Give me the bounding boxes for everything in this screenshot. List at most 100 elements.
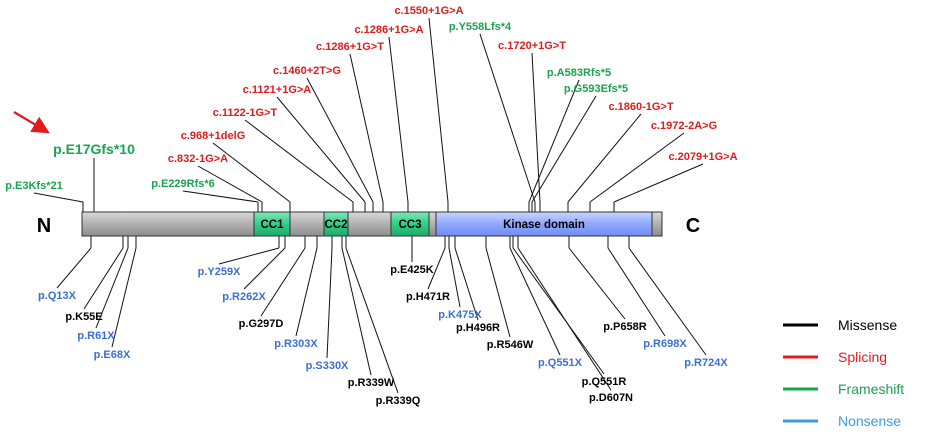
leader-line-p-k55e <box>83 247 124 310</box>
leader-line-p-y558lfs-4 <box>479 33 536 203</box>
mutation-label-c-1122-1g-t: c.1122-1G>T <box>213 107 278 119</box>
mutation-label-c-1720-1g-t: c.1720+1G>T <box>498 40 566 52</box>
domain-label-cc1: CC1 <box>260 219 284 231</box>
leader-line-p-k475x <box>448 247 461 308</box>
mutation-label-p-r724x: p.R724X <box>684 357 728 369</box>
leader-line-c-1720-1g-t <box>531 52 541 203</box>
leader-line-p-g297d <box>260 247 306 317</box>
mutation-label-c-1121-1g-a: c.1121+1G>A <box>243 84 312 96</box>
leader-line-p-r61x <box>95 247 129 329</box>
mutation-label-c-1286-1g-t: c.1286+1G>T <box>316 41 384 53</box>
mutation-label-p-r339w: p.R339W <box>348 377 395 389</box>
mutation-label-p-h496r: p.H496R <box>456 322 500 334</box>
mutation-label-c-1860-1g-t: c.1860-1G>T <box>608 101 673 113</box>
leader-line-c-832-1g-a <box>197 165 263 203</box>
mutation-label-c-968-1delg: c.968+1delG <box>181 130 246 142</box>
leader-line-c-1286-1g-t <box>349 53 384 203</box>
legend-label-splicing: Splicing <box>838 349 887 365</box>
leader-line-p-r698x <box>607 247 666 337</box>
domain-cc1 <box>253 211 291 237</box>
mutation-label-p-q13x: p.Q13X <box>38 290 77 302</box>
mutation-label-c-832-1g-a: c.832-1G>A <box>168 153 228 165</box>
mutation-label-p-e3kfs-21: p.E3Kfs*21 <box>5 180 62 192</box>
leader-line-p-q551r <box>512 247 605 375</box>
mutation-label-p-a583rfs-5: p.A583Rfs*5 <box>547 67 611 79</box>
leader-line-p-r303x <box>295 247 318 337</box>
leader-line-c-1286-1g-a <box>388 36 409 203</box>
domain-label-kinase: Kinase domain <box>503 219 585 231</box>
domain-kinase <box>435 211 653 237</box>
leader-line-c-1122-1g-t <box>244 119 354 203</box>
leader-line-p-g593efs-5 <box>531 95 597 203</box>
leader-line-p-e68x <box>111 247 137 348</box>
mutation-label-p-y558lfs-4: p.Y558Lfs*4 <box>449 21 512 33</box>
mutation-label-c-2079-1g-a: c.2079+1G>A <box>668 151 737 163</box>
leader-line-c-1550-1g-a <box>428 17 449 203</box>
mutation-label-p-e17gfs-10: p.E17Gfs*10 <box>53 141 135 157</box>
leader-line-p-r546w <box>485 247 511 338</box>
c-terminus-label: C <box>686 215 700 237</box>
mutation-label-c-1550-1g-a: c.1550+1G>A <box>394 5 463 17</box>
mutation-label-c-1286-1g-a: c.1286+1G>A <box>354 24 423 36</box>
leader-line-c-1460-2t-g <box>306 77 374 203</box>
leader-line-p-a583rfs-5 <box>528 79 580 203</box>
leader-line-c-1121-1g-a <box>276 96 366 203</box>
n-terminus-label: N <box>37 215 51 237</box>
domain-label-cc3: CC3 <box>398 219 421 231</box>
leader-line-p-e3kfs-21 <box>33 192 84 203</box>
legend-label-missense: Missense <box>838 317 897 333</box>
leader-line-c-1972-2a-g <box>589 132 685 203</box>
mutation-label-p-e229rfs-6: p.E229Rfs*6 <box>151 178 215 190</box>
mutation-label-p-k475x: p.K475X <box>438 309 482 321</box>
mutation-label-p-r546w: p.R546W <box>487 339 534 351</box>
leader-line-p-d607n <box>517 247 612 391</box>
mutation-labels-above: p.E17Gfs*10 p.E3Kfs*21 p.E229Rfs*6 c.832-1G… <box>5 5 737 192</box>
domain-label-cc2: CC2 <box>324 219 347 231</box>
mutation-label-p-q551x: p.Q551X <box>538 357 583 369</box>
mutation-label-p-e68x: p.E68X <box>94 349 131 361</box>
leader-line-c-968-1delg <box>212 142 291 203</box>
leader-line-p-r339q <box>345 247 399 394</box>
leader-line-c-1860-1g-t <box>567 113 642 203</box>
legend-label-nonsense: Nonsense <box>838 413 901 429</box>
leader-line-p-s330x <box>326 247 333 359</box>
leader-line-p-q551x <box>509 247 561 356</box>
mutation-label-p-r339q: p.R339Q <box>376 395 421 407</box>
mutation-label-p-r303x: p.R303X <box>274 338 318 350</box>
leader-line-p-r724x <box>628 247 707 356</box>
domain-cc3 <box>390 211 430 237</box>
mutation-label-p-h471r: p.H471R <box>406 291 450 303</box>
mutation-label-p-s330x: p.S330X <box>306 360 349 372</box>
domain-cc2 <box>323 211 349 237</box>
leader-line-p-y259x <box>218 247 280 265</box>
mutation-label-p-r262x: p.R262X <box>222 291 266 303</box>
mutation-label-c-1460-2t-g: c.1460+2T>G <box>273 65 341 77</box>
mutation-labels-below: p.Q13X p.K55E p.R61X p.E68X p.Y259X p.R262X p.… <box>38 264 728 407</box>
mutation-label-p-p658r: p.P658R <box>603 321 646 333</box>
mutation-label-p-g297d: p.G297D <box>239 318 284 330</box>
mutation-label-p-d607n: p.D607N <box>589 392 633 404</box>
leader-line-p-h496r <box>454 247 479 321</box>
mutation-label-p-g593efs-5: p.G593Efs*5 <box>564 83 628 95</box>
leader-line-p-h471r <box>427 247 446 290</box>
mutation-label-p-y259x: p.Y259X <box>198 266 241 278</box>
leader-line-p-e229rfs-6 <box>182 190 259 203</box>
mutation-label-p-k55e: p.K55E <box>65 311 102 323</box>
leader-line-p-q13x <box>56 247 92 289</box>
legend: Missense Splicing Frameshift Nonsense <box>783 317 904 429</box>
mutation-label-c-1972-2a-g: c.1972-2A>G <box>651 120 717 132</box>
highlight-arrow-icon <box>13 111 50 134</box>
leader-lines <box>33 17 707 394</box>
legend-label-frameshift: Frameshift <box>838 381 904 397</box>
leader-line-p-r262x <box>243 247 286 290</box>
mutation-label-p-q551r: p.Q551R <box>582 376 627 388</box>
leader-line-c-2079-1g-a <box>613 163 704 203</box>
mutation-label-p-r61x: p.R61X <box>77 330 115 342</box>
leader-line-p-p658r <box>568 247 626 320</box>
mutation-label-p-e425k: p.E425K <box>390 264 433 276</box>
protein-backbone: CC1 CC2 CC3 Kinase domain N C <box>37 211 700 237</box>
mutation-label-p-r698x: p.R698X <box>643 338 687 350</box>
leader-line-p-r339w <box>341 247 372 376</box>
